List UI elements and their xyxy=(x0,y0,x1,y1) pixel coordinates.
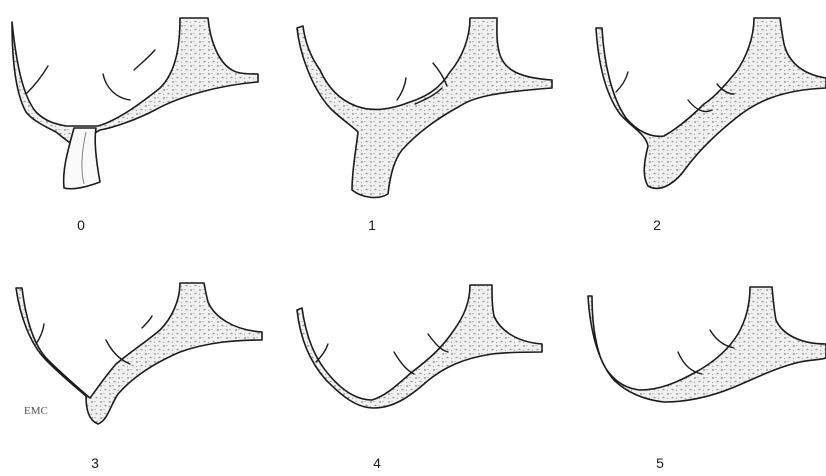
stage-0-bone xyxy=(12,18,258,150)
stage-2-label: 2 xyxy=(653,217,661,233)
stage-1-panel: 1 xyxy=(297,18,552,233)
stage-0-socket-line-2 xyxy=(103,74,130,100)
stage-0-socket-line-3 xyxy=(134,50,155,70)
stage-0-panel: 0 xyxy=(12,18,258,233)
stage-2-socket-line-1 xyxy=(616,72,628,92)
stage-2-panel: 2 xyxy=(596,18,826,233)
stage-1-label: 1 xyxy=(368,217,376,233)
stage-4-panel: 4 xyxy=(297,285,542,471)
emc-signature: EMC xyxy=(24,405,48,417)
stage-4-socket-line-1 xyxy=(316,344,328,362)
stage-5-bone xyxy=(588,287,826,402)
stage-3-bone xyxy=(16,283,262,424)
stage-3-label: 3 xyxy=(91,455,99,471)
stage-0-socket-line-1 xyxy=(27,66,48,93)
stage-4-label: 4 xyxy=(373,455,381,471)
stage-1-bone xyxy=(297,18,552,197)
stage-1-socket-line-3 xyxy=(433,63,447,86)
stage-2-bone xyxy=(596,18,826,188)
stage-1-socket-line-1 xyxy=(397,78,406,100)
stage-4-bone xyxy=(297,285,542,408)
stage-5-panel: 5 xyxy=(588,287,826,471)
stage-0-label: 0 xyxy=(77,217,85,233)
stage-4-socket-line-2 xyxy=(394,352,414,374)
stage-3-socket-line-1 xyxy=(36,324,44,344)
stage-3-panel: EMC 3 xyxy=(16,283,262,471)
stage-5-label: 5 xyxy=(656,455,664,471)
stage-3-socket-line-3 xyxy=(142,316,152,328)
